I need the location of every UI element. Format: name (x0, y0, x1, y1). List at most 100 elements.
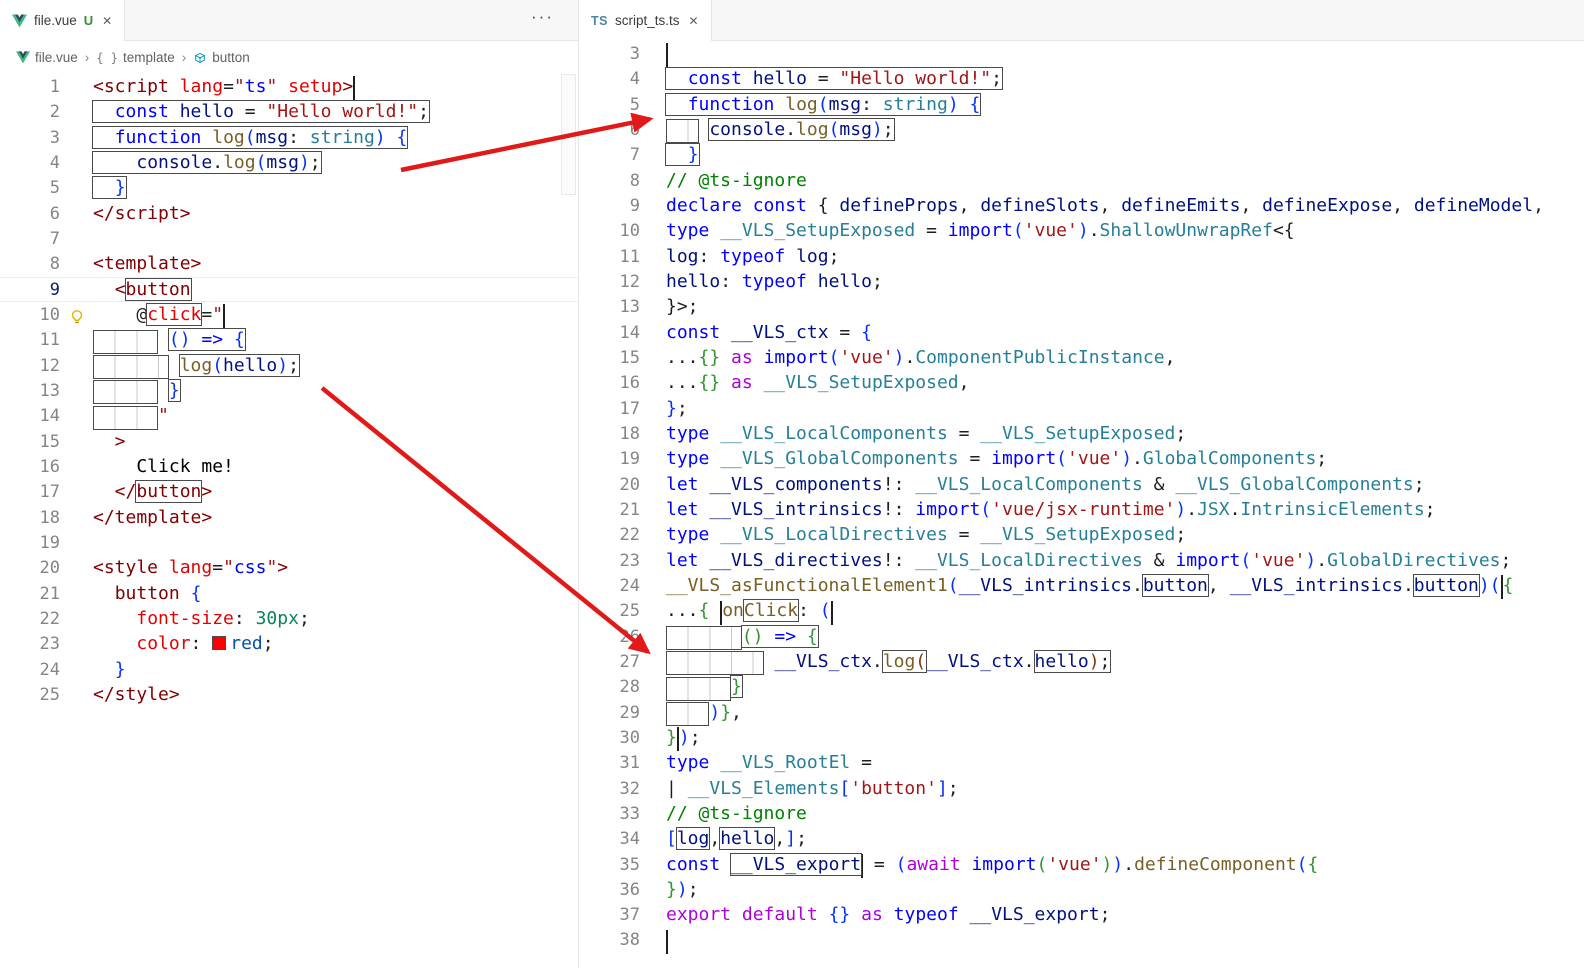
line-number[interactable]: 21 (39, 583, 60, 604)
code-line[interactable]: 36}); (579, 877, 1584, 902)
line-number[interactable]: 30 (619, 727, 640, 748)
line-number[interactable]: 17 (619, 398, 640, 419)
line-number[interactable]: 7 (629, 145, 640, 166)
code-line[interactable]: 11 () => { (0, 327, 578, 354)
line-number[interactable]: 6 (629, 119, 640, 140)
code-line[interactable]: 14" (0, 403, 578, 430)
line-number[interactable]: 15 (619, 347, 640, 368)
line-number[interactable]: 26 (619, 626, 640, 647)
line-number[interactable]: 12 (619, 271, 640, 292)
code-line[interactable]: 29)}, (579, 700, 1584, 726)
line-number[interactable]: 11 (619, 246, 640, 267)
code-line[interactable]: 6</script> (0, 201, 578, 226)
more-actions-icon[interactable]: ··· (531, 7, 554, 26)
css-color-swatch[interactable] (212, 635, 227, 650)
line-number[interactable]: 14 (39, 406, 60, 427)
close-icon[interactable]: ✕ (688, 13, 699, 28)
line-number[interactable]: 3 (629, 44, 640, 64)
line-number[interactable]: 28 (619, 677, 640, 698)
code-line[interactable]: 30}); (579, 725, 1584, 752)
breadcrumb-item-template[interactable]: template (122, 50, 175, 65)
line-number[interactable]: 37 (619, 905, 640, 926)
code-line[interactable]: 4 const hello = "Hello world!"; (579, 66, 1584, 91)
code-line[interactable]: 21 button { (0, 581, 578, 606)
tab-file-vue[interactable]: file.vue U ✕ (0, 0, 126, 41)
line-number[interactable]: 24 (619, 575, 640, 596)
code-line[interactable]: 7 } (579, 142, 1584, 167)
code-line[interactable]: 26() => { (579, 624, 1584, 650)
line-number[interactable]: 5 (49, 178, 60, 199)
code-line[interactable]: 15...{} as import('vue').ComponentPublic… (579, 345, 1584, 370)
line-number[interactable]: 6 (49, 203, 60, 224)
line-number[interactable]: 38 (619, 930, 640, 951)
line-number[interactable]: 4 (49, 152, 60, 173)
code-line[interactable]: 3 function log(msg: string) { (0, 125, 578, 150)
line-number[interactable]: 31 (619, 753, 640, 774)
line-number[interactable]: 4 (629, 69, 640, 90)
line-number[interactable]: 16 (619, 373, 640, 394)
line-number[interactable]: 3 (49, 127, 60, 148)
code-line[interactable]: 33// @ts-ignore (579, 801, 1584, 826)
code-line[interactable]: 27 __VLS_ctx.log(__VLS_ctx.hello); (579, 649, 1584, 676)
code-line[interactable]: 34[log,hello,]; (579, 826, 1584, 851)
vue-source-editor[interactable]: 1<script lang="ts" setup>2 const hello =… (0, 74, 578, 968)
code-line[interactable]: 16 Click me! (0, 454, 578, 479)
line-number[interactable]: 29 (619, 702, 640, 723)
line-number[interactable]: 13 (619, 297, 640, 318)
code-line[interactable]: 24__VLS_asFunctionalElement1(__VLS_intri… (579, 573, 1584, 600)
code-line[interactable]: 17 </button> (0, 479, 578, 504)
line-number[interactable]: 25 (39, 684, 60, 705)
lightbulb-icon[interactable] (69, 307, 85, 332)
code-line[interactable]: 23 color: red; (0, 631, 578, 656)
tab-script-ts[interactable]: TS script_ts.ts ✕ (579, 0, 712, 41)
code-line[interactable]: 25</style> (0, 682, 578, 707)
line-number[interactable]: 12 (39, 355, 60, 376)
line-number[interactable]: 1 (49, 77, 60, 97)
line-number[interactable]: 20 (619, 474, 640, 495)
line-number[interactable]: 9 (629, 195, 640, 216)
line-number[interactable]: 14 (619, 322, 640, 343)
code-line[interactable]: 28} (579, 674, 1584, 701)
code-line[interactable]: 25...{ onClick: ( (579, 598, 1584, 625)
code-line[interactable]: 17}; (579, 396, 1584, 421)
code-line[interactable]: 5 } (0, 175, 578, 200)
code-line[interactable]: 19 (0, 530, 578, 555)
line-number[interactable]: 18 (619, 423, 640, 444)
line-number[interactable]: 35 (619, 854, 640, 875)
code-line[interactable]: 7 (0, 226, 578, 251)
code-line[interactable]: 16...{} as __VLS_SetupExposed, (579, 370, 1584, 395)
line-number[interactable]: 10 (39, 304, 60, 325)
line-number[interactable]: 33 (619, 803, 640, 824)
breadcrumb-item-file[interactable]: file.vue (35, 50, 78, 65)
line-number[interactable]: 5 (629, 94, 640, 115)
line-number[interactable]: 8 (629, 170, 640, 191)
code-line[interactable]: 13}>; (579, 294, 1584, 319)
code-line[interactable]: 6 console.log(msg); (579, 117, 1584, 144)
code-line[interactable]: 20<style lang="css"> (0, 555, 578, 580)
line-number[interactable]: 11 (39, 330, 60, 351)
line-number[interactable]: 16 (39, 456, 60, 477)
code-line[interactable]: 8// @ts-ignore (579, 168, 1584, 193)
line-number[interactable]: 23 (39, 634, 60, 655)
line-number[interactable]: 10 (619, 221, 640, 242)
line-number[interactable]: 22 (619, 525, 640, 546)
line-number[interactable]: 20 (39, 558, 60, 579)
close-icon[interactable]: ✕ (102, 13, 113, 28)
code-line[interactable]: 10 @click=" (0, 302, 578, 329)
line-number[interactable]: 24 (39, 659, 60, 680)
code-line[interactable]: 1<script lang="ts" setup> (0, 74, 578, 101)
code-line[interactable]: 18</template> (0, 505, 578, 530)
breadcrumb-item-button[interactable]: button (212, 50, 250, 65)
line-number[interactable]: 13 (39, 380, 60, 401)
line-number[interactable]: 25 (619, 601, 640, 622)
